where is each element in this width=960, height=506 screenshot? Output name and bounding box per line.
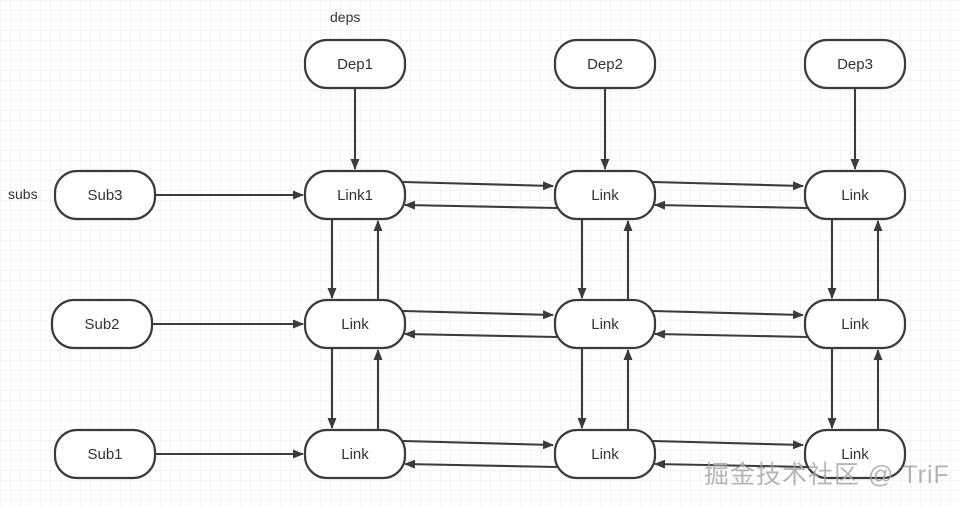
node-shape xyxy=(553,169,657,221)
node-link-r3c2[interactable]: Link xyxy=(553,428,657,480)
node-label: Link xyxy=(591,446,619,463)
edge-horizontal-right xyxy=(402,180,554,191)
edge-horizontal-left xyxy=(654,329,808,339)
node-shape xyxy=(803,298,907,350)
node-label: Link xyxy=(591,316,619,333)
node-sub1[interactable]: Sub1 xyxy=(53,428,157,480)
node-label: Sub2 xyxy=(84,316,119,333)
edge-horizontal-right xyxy=(652,439,804,450)
edge-horizontal-left xyxy=(404,459,558,469)
node-link-r2c1[interactable]: Link xyxy=(303,298,407,350)
node-label: Link xyxy=(591,187,619,204)
node-shape xyxy=(303,38,407,90)
node-shape xyxy=(803,428,907,480)
node-sub3[interactable]: Sub3 xyxy=(53,169,157,221)
node-label: Link xyxy=(841,187,869,204)
node-label: Dep3 xyxy=(837,56,873,73)
node-shape xyxy=(53,169,157,221)
node-shape xyxy=(303,298,407,350)
node-shape xyxy=(803,169,907,221)
node-label: Link xyxy=(341,316,369,333)
edge-horizontal-left xyxy=(404,329,558,339)
node-label: Link xyxy=(841,316,869,333)
node-link-r2c2[interactable]: Link xyxy=(553,298,657,350)
edge-horizontal-right xyxy=(402,309,554,320)
edges-layer xyxy=(152,88,883,469)
node-shape xyxy=(303,428,407,480)
node-link-r1c2[interactable]: Link xyxy=(553,169,657,221)
node-label: Link xyxy=(341,446,369,463)
node-link-r3c3[interactable]: Link xyxy=(803,428,907,480)
node-link-r1c1[interactable]: Link1 xyxy=(303,169,407,221)
edge-horizontal-left xyxy=(404,200,558,210)
node-dep2[interactable]: Dep2 xyxy=(553,38,657,90)
node-shape xyxy=(50,298,154,350)
node-dep3[interactable]: Dep3 xyxy=(803,38,907,90)
edge-horizontal-right xyxy=(652,309,804,320)
node-shape xyxy=(553,38,657,90)
node-label: Sub1 xyxy=(87,446,122,463)
edge-horizontal-left xyxy=(654,459,808,469)
node-link-r1c3[interactable]: Link xyxy=(803,169,907,221)
node-sub2[interactable]: Sub2 xyxy=(50,298,154,350)
node-label: Link xyxy=(841,446,869,463)
edge-horizontal-left xyxy=(654,200,808,210)
node-shape xyxy=(803,38,907,90)
edge-horizontal-right xyxy=(402,439,554,450)
node-dep1[interactable]: Dep1 xyxy=(303,38,407,90)
node-shape xyxy=(553,428,657,480)
node-label: Dep2 xyxy=(587,56,623,73)
node-link-r3c1[interactable]: Link xyxy=(303,428,407,480)
node-label: Dep1 xyxy=(337,56,373,73)
group-labels-layer: deps subs xyxy=(8,9,360,202)
subs-label: subs xyxy=(8,186,38,202)
node-label: Sub3 xyxy=(87,187,122,204)
node-label: Link1 xyxy=(337,187,373,204)
node-shape xyxy=(303,169,407,221)
edge-horizontal-right xyxy=(652,180,804,191)
deps-label: deps xyxy=(330,9,360,25)
node-link-r2c3[interactable]: Link xyxy=(803,298,907,350)
node-shape xyxy=(553,298,657,350)
node-shape xyxy=(53,428,157,480)
